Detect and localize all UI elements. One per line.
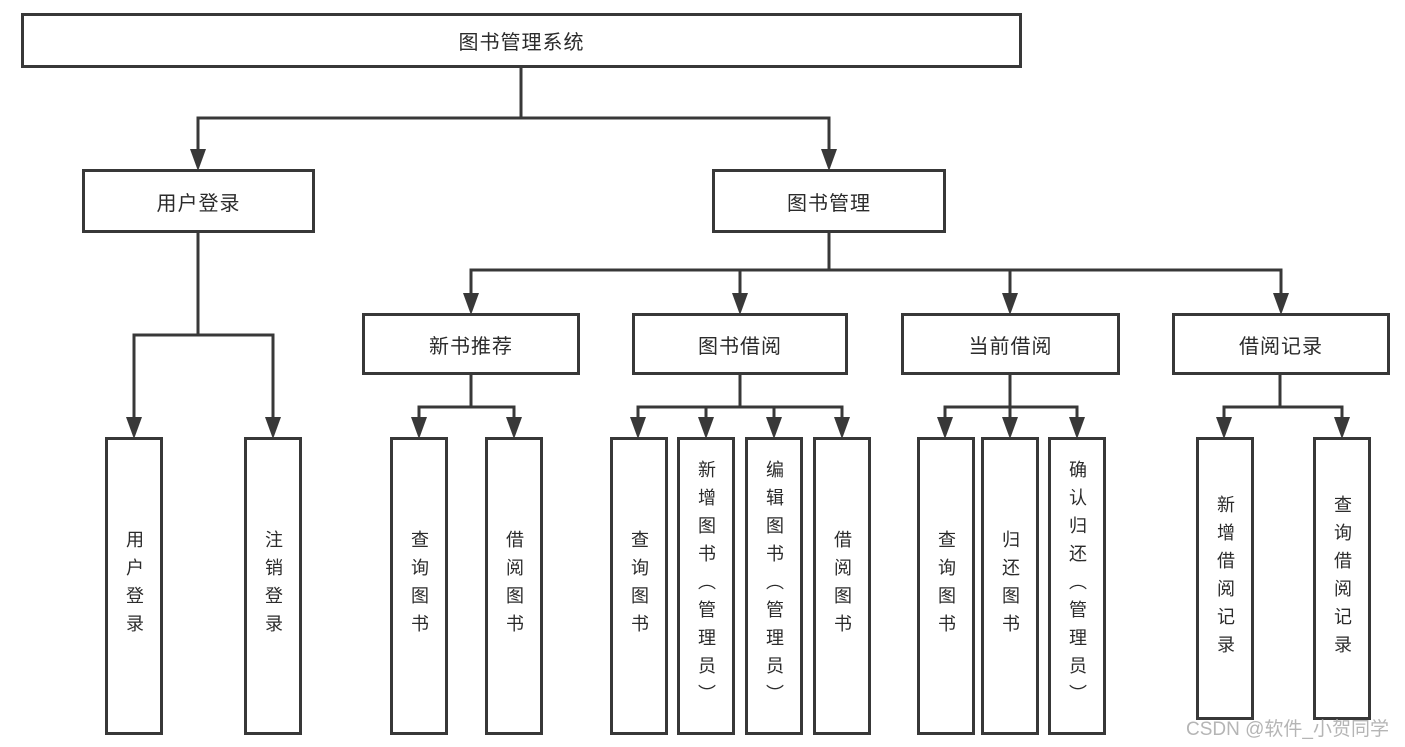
node-user-login-label: 用户登录	[156, 192, 241, 215]
node-current-borrow: 当前借阅	[901, 313, 1120, 375]
arrowheads-root-to-level2	[190, 149, 837, 171]
connector-user-login-children	[132, 233, 275, 421]
leaf-br-add-record-label: 新增借阅记录	[1215, 494, 1235, 663]
leaf-bb-query-books: 查询图书	[610, 437, 668, 735]
connector-root-to-level2	[196, 68, 831, 153]
node-user-login: 用户登录	[82, 169, 315, 233]
leaf-logout-label: 注销登录	[263, 530, 283, 642]
csdn-watermark: CSDN @软件_小贺同学	[1186, 719, 1389, 740]
leaf-logout: 注销登录	[244, 437, 302, 735]
connector-new-book-recommend-children	[417, 375, 516, 422]
node-new-book-recommend-label: 新书推荐	[429, 335, 513, 358]
connector-borrow-records-children	[1222, 375, 1344, 422]
leaf-cb-return-books-label: 归还图书	[1000, 530, 1020, 642]
leaf-bb-add-books-admin: 新增图书（管理员）	[677, 437, 735, 735]
leaf-br-query-record: 查询借阅记录	[1313, 437, 1371, 720]
leaf-nbr-borrow-books: 借阅图书	[485, 437, 543, 735]
leaf-bb-borrow-books-label: 借阅图书	[832, 530, 852, 642]
arrowheads-current-borrow-children	[937, 417, 1085, 439]
arrowheads-new-book-recommend-children	[411, 417, 522, 439]
leaf-cb-query-books-label: 查询图书	[936, 530, 956, 642]
leaf-cb-confirm-return-admin-label: 确认归还（管理员）	[1067, 460, 1087, 712]
leaf-cb-confirm-return-admin: 确认归还（管理员）	[1048, 437, 1106, 735]
leaf-br-query-record-label: 查询借阅记录	[1332, 494, 1352, 663]
leaf-user-login: 用户登录	[105, 437, 163, 735]
arrowheads-book-borrow-children	[630, 417, 850, 439]
arrowheads-book-management-children	[463, 293, 1289, 315]
leaf-nbr-query-books-label: 查询图书	[409, 530, 429, 642]
leaf-cb-query-books: 查询图书	[917, 437, 975, 735]
leaf-user-login-label: 用户登录	[124, 530, 144, 642]
connector-book-management-children	[469, 233, 1283, 297]
leaf-bb-edit-books-admin-label: 编辑图书（管理员）	[764, 460, 784, 712]
connector-current-borrow-children	[943, 375, 1079, 422]
connector-book-borrow-children	[636, 375, 844, 422]
leaf-br-add-record: 新增借阅记录	[1196, 437, 1254, 720]
leaf-bb-query-books-label: 查询图书	[629, 530, 649, 642]
leaf-bb-borrow-books: 借阅图书	[813, 437, 871, 735]
leaf-bb-edit-books-admin: 编辑图书（管理员）	[745, 437, 803, 735]
leaf-cb-return-books: 归还图书	[981, 437, 1039, 735]
node-root-label: 图书管理系统	[458, 32, 585, 54]
arrowheads-user-login-children	[126, 417, 281, 439]
node-borrow-records: 借阅记录	[1172, 313, 1390, 375]
arrowheads-borrow-records-children	[1216, 417, 1350, 439]
node-root: 图书管理系统	[21, 13, 1022, 68]
node-new-book-recommend: 新书推荐	[362, 313, 580, 375]
node-book-borrow: 图书借阅	[632, 313, 848, 375]
node-current-borrow-label: 当前借阅	[968, 335, 1053, 358]
node-borrow-records-label: 借阅记录	[1239, 335, 1323, 358]
node-book-management-label: 图书管理	[787, 192, 871, 215]
node-book-borrow-label: 图书借阅	[698, 335, 782, 358]
leaf-nbr-query-books: 查询图书	[390, 437, 448, 735]
node-book-management: 图书管理	[712, 169, 946, 233]
leaf-bb-add-books-admin-label: 新增图书（管理员）	[696, 460, 716, 712]
leaf-nbr-borrow-books-label: 借阅图书	[504, 530, 524, 642]
